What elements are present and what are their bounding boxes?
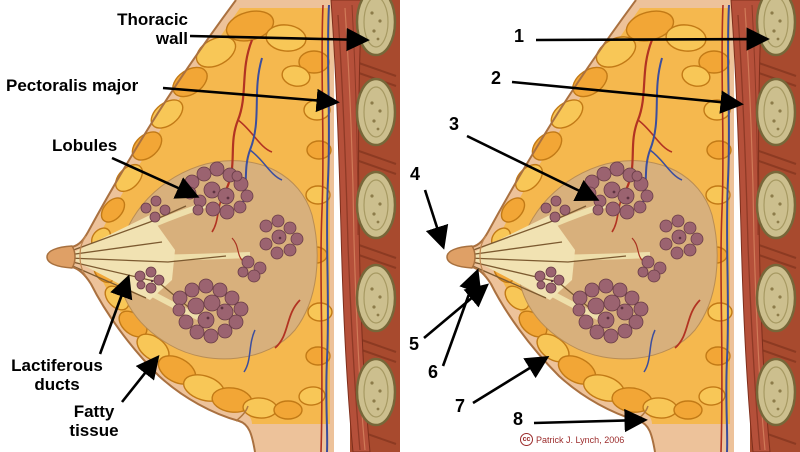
cc-license-icon: cc — [520, 433, 533, 446]
label-number-5: 5 — [409, 334, 420, 354]
credit-text: Patrick J. Lynch, 2006 — [536, 434, 625, 445]
label-number-6: 6 — [428, 362, 439, 382]
label-number-4: 4 — [410, 164, 421, 184]
label-fatty-tissue: Fatty tissue — [69, 402, 119, 441]
label-number-2: 2 — [491, 68, 502, 88]
label-number-8: 8 — [513, 409, 524, 429]
label-lobules: Lobules — [52, 136, 118, 155]
label-lactiferous-ducts: Lactiferous ducts — [11, 356, 103, 395]
credit-line: cc Patrick J. Lynch, 2006 — [520, 433, 624, 446]
label-number-3: 3 — [449, 114, 460, 134]
label-thoracic-wall: Thoracic wall — [117, 10, 188, 49]
label-pectoralis-major: Pectoralis major — [6, 76, 139, 95]
label-number-1: 1 — [514, 26, 525, 46]
label-number-7: 7 — [455, 396, 466, 416]
breast-illustration-right — [400, 0, 800, 452]
